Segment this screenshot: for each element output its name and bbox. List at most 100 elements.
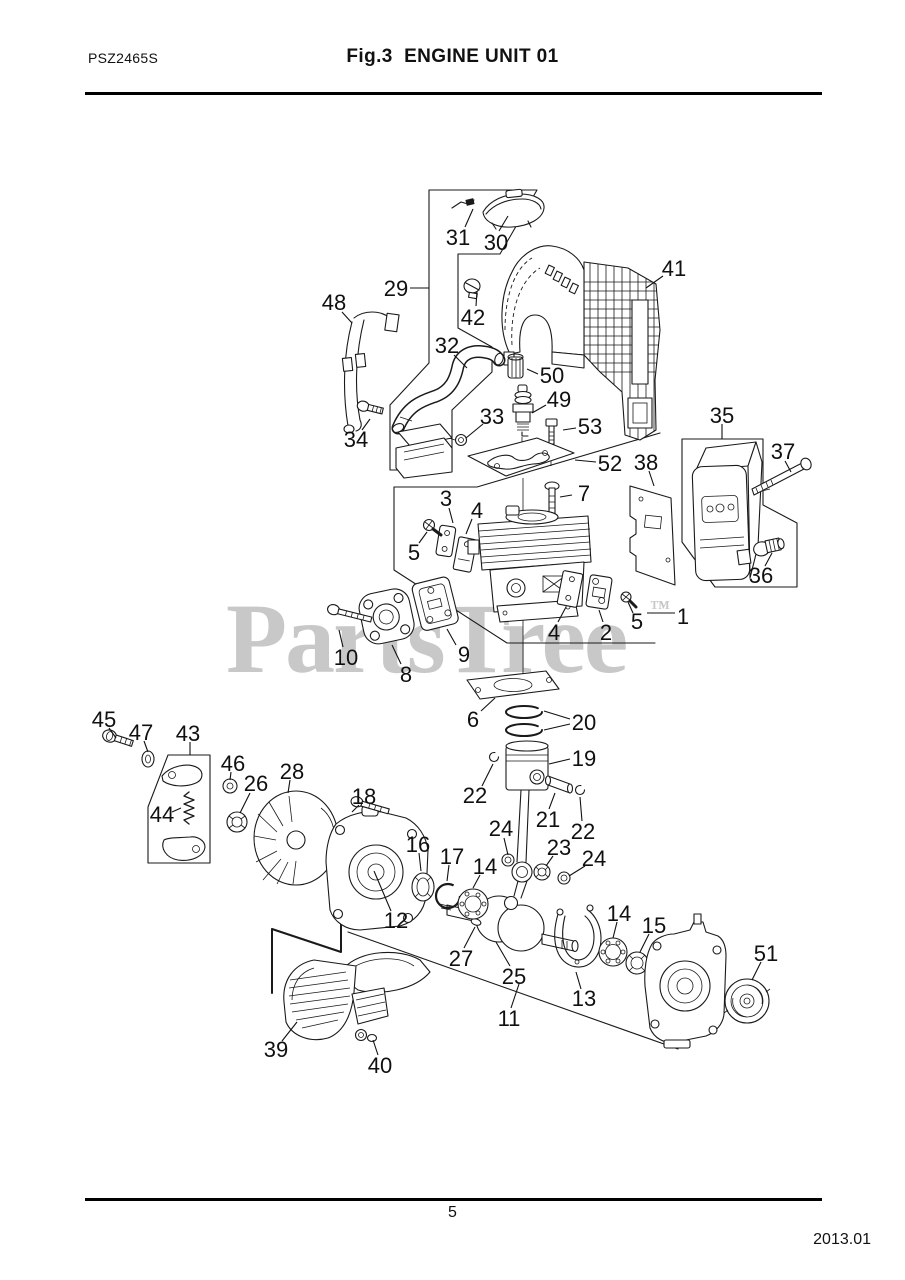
part-bolt-10 [327, 604, 373, 623]
part-circlip-22a [488, 751, 500, 763]
callout-50: 50 [540, 363, 564, 388]
callout-1: 1 [677, 604, 689, 629]
callout-leader-38 [648, 470, 655, 487]
callout-leader-52 [574, 459, 597, 463]
callout-14: 14 [607, 901, 631, 926]
callout-leader-28 [287, 779, 291, 794]
part-engine-cover [501, 245, 661, 441]
callout-leader-14 [612, 921, 618, 939]
callout-7: 7 [578, 481, 590, 506]
callout-leader-45 [108, 727, 117, 739]
part-bolt-7 [544, 481, 560, 525]
part-intake-pipe [391, 345, 506, 435]
part-grommet [463, 278, 481, 300]
part-oil-seal-16 [411, 872, 435, 902]
callout-leader-3 [448, 507, 454, 524]
part-heat-plate [629, 485, 676, 586]
callout-46: 46 [221, 751, 245, 776]
callout-24: 24 [489, 816, 513, 841]
part-washer-46 [222, 778, 238, 794]
part-bolt-34 [356, 400, 384, 415]
part-piston-pin [544, 775, 574, 794]
part-crankcase-right [644, 913, 727, 1049]
part-clutch [161, 764, 206, 861]
callout-9: 9 [458, 642, 470, 667]
callout-leader-24 [568, 865, 586, 877]
callout-leader-41 [645, 275, 664, 289]
callout-30: 30 [484, 230, 508, 255]
callout-leader-21 [548, 792, 556, 810]
part-nut-33 [454, 433, 468, 447]
callout-43: 43 [176, 721, 200, 746]
callout-40: 40 [368, 1053, 392, 1078]
part-cover-gasket [467, 437, 575, 477]
part-bearing-14a [457, 888, 489, 920]
callout-35: 35 [710, 403, 734, 428]
callout-leader-24 [503, 837, 509, 856]
callout-leader-6 [480, 697, 496, 712]
callout-leader-32 [453, 354, 468, 369]
callout-leader-42 [475, 290, 478, 307]
part-piston-rings [505, 705, 543, 737]
part-bolt-18 [350, 796, 390, 815]
part-flywheel [253, 790, 339, 886]
callout-leader-48 [341, 311, 353, 324]
callout-42: 42 [461, 305, 485, 330]
figure-title: Fig.3 ENGINE UNIT 01 [346, 46, 559, 67]
callout-leader-23 [545, 855, 554, 867]
callout-leader-7 [559, 494, 573, 498]
part-washer-47 [141, 750, 155, 768]
callout-leader-9 [446, 628, 457, 646]
callout-5: 5 [408, 540, 420, 565]
callout-45: 45 [92, 707, 116, 732]
part-base-gasket [466, 670, 560, 700]
callout-leader-30 [498, 215, 509, 232]
part-muffler-plug [753, 537, 785, 557]
part-washer-24a [501, 853, 515, 867]
part-air-cleaner-cover [482, 188, 545, 230]
footer-rule [85, 1198, 822, 1201]
part-bearing-14b [598, 937, 628, 967]
part-gasket-9 [411, 576, 459, 631]
callout-44: 44 [150, 802, 174, 827]
callout-leader-22 [579, 796, 583, 822]
callout-leader-50 [526, 368, 539, 375]
callout-leader-2 [598, 609, 604, 623]
part-crankcase-gasket-13 [554, 904, 602, 968]
callout-10: 10 [334, 645, 358, 670]
callout-23: 23 [547, 835, 571, 860]
callout-4: 4 [471, 498, 483, 523]
callout-26: 26 [244, 771, 268, 796]
part-engine-cover-lower [283, 959, 389, 1041]
callout-leader-39 [281, 1021, 298, 1042]
callout-12: 12 [384, 908, 408, 933]
callout-leader-36 [764, 552, 773, 567]
callout-leader-13 [575, 971, 582, 990]
document-code: PSZ2465S [88, 50, 159, 66]
callout-31: 31 [446, 225, 470, 250]
callout-leader-12 [373, 870, 392, 912]
callout-34: 34 [344, 427, 368, 452]
part-circlip-22b [574, 784, 586, 796]
callout-leader-47 [143, 740, 149, 753]
callout-41: 41 [662, 256, 686, 281]
part-oil-seal-15 [625, 951, 649, 975]
part-bracket-2 [585, 574, 613, 610]
part-washer-24b [557, 871, 571, 885]
callout-leader-20 [543, 710, 571, 720]
part-piston [505, 740, 549, 791]
callout-leader-26 [239, 792, 251, 814]
part-screw-5a [422, 518, 443, 537]
callout-leader-22 [481, 763, 494, 787]
part-spark-plug [512, 384, 534, 437]
callout-4: 4 [548, 620, 560, 645]
callout-leader-27 [463, 926, 476, 949]
part-plug-cap [507, 353, 524, 379]
callout-8: 8 [400, 662, 412, 687]
callout-6: 6 [467, 707, 479, 732]
part-bearing-23 [533, 863, 551, 881]
part-starter-pulley [723, 978, 771, 1024]
